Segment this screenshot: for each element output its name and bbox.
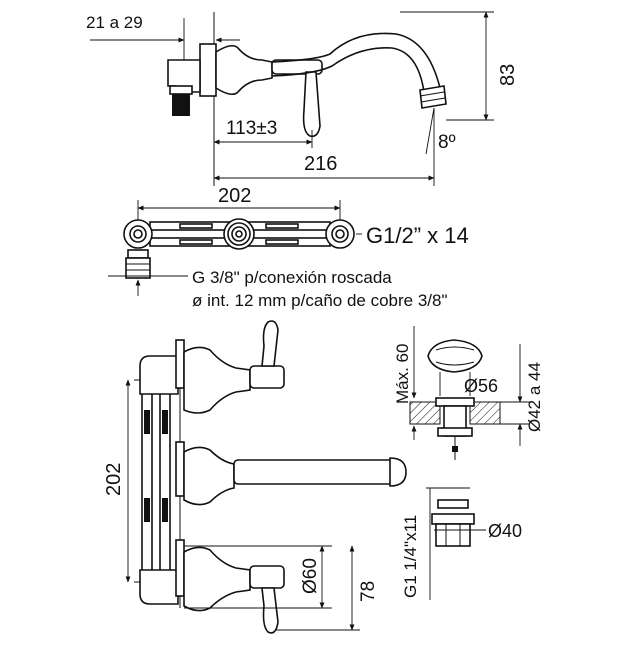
- handle-diameter-label: Ø60: [300, 558, 321, 594]
- drain-thread-label: G1 1/4"x11: [401, 515, 420, 598]
- hole-range-label: Ø42 a 44: [525, 362, 544, 432]
- spout-angle-label: 8º: [438, 132, 456, 153]
- spout-height-label: 83: [497, 64, 519, 86]
- pipe-note-label: ø int. 12 mm p/caño de cobre 3/8": [192, 291, 448, 310]
- total-reach-label: 216: [304, 153, 337, 175]
- max-thickness-label: Máx. 60: [393, 344, 412, 404]
- connector-spacing-label: 202: [218, 185, 251, 207]
- handle-height-label: 78: [358, 581, 379, 602]
- nut-diameter-label: Ø40: [488, 521, 522, 541]
- depth-range-label: 21 a 29: [86, 13, 143, 32]
- handle-offset-label: 113±3: [226, 118, 277, 139]
- side-view: 21 a 29 83 8º 113±3 216: [86, 11, 519, 186]
- thread-note-label: G 3/8" p/conexión roscada: [192, 268, 392, 287]
- connection-plate-view: 202 G1/2” x 14 G 3/8" p/conexión roscada…: [108, 185, 469, 310]
- vertical-spacing-label: 202: [103, 463, 125, 496]
- drain-diameter-label: Ø56: [464, 376, 498, 396]
- drain-detail: Máx. 60 Ø56 Ø42 a 44 G1 1/4"x11 Ø40: [393, 326, 544, 600]
- front-view: 202 Ø60 78: [103, 320, 407, 634]
- thread-spec-label: G1/2” x 14: [366, 223, 469, 248]
